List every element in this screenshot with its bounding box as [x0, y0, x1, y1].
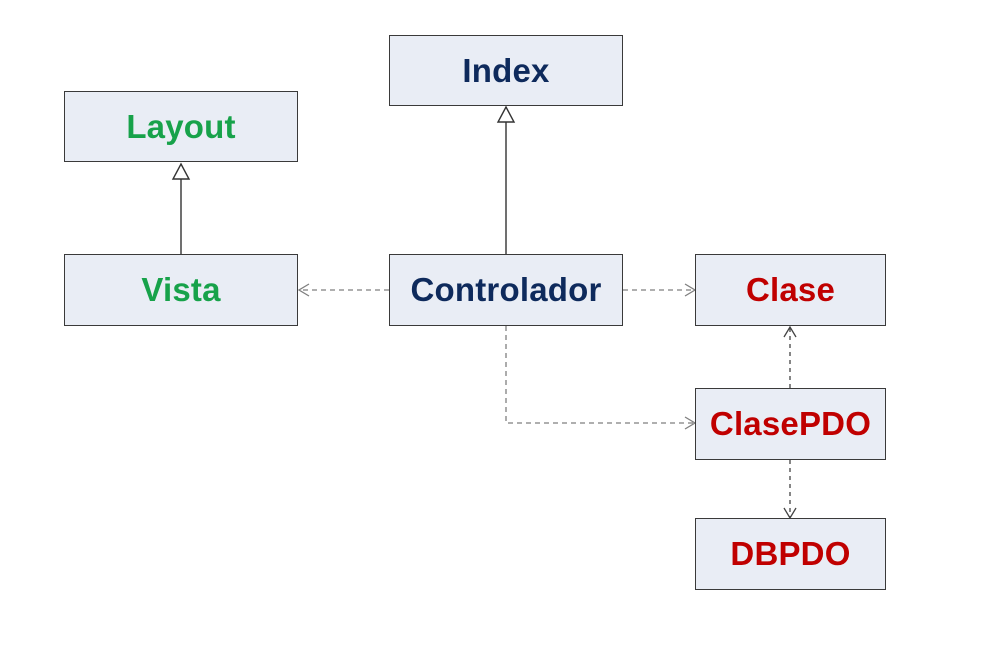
edge-controlador-index: [496, 105, 516, 254]
edge-controlador-clase: [623, 283, 697, 297]
edge-controlador-vista: [297, 283, 389, 297]
node-clase[interactable]: Clase: [695, 254, 886, 326]
edge-clasepdo-dbpdo: [783, 460, 797, 520]
node-vista[interactable]: Vista: [64, 254, 298, 326]
node-layout-label: Layout: [126, 107, 236, 145]
node-clasepdo-label: ClasePDO: [709, 405, 872, 442]
node-index[interactable]: Index: [389, 35, 623, 106]
edge-controlador-clasepdo: [505, 326, 697, 430]
node-controlador-label: Controlador: [410, 271, 602, 308]
node-clase-label: Clase: [745, 271, 836, 308]
node-clasepdo[interactable]: ClasePDO: [695, 388, 886, 460]
node-dbpdo[interactable]: DBPDO: [695, 518, 886, 590]
node-vista-label: Vista: [141, 271, 221, 308]
edge-clasepdo-clase: [783, 325, 797, 388]
node-controlador[interactable]: Controlador: [389, 254, 623, 326]
node-index-label: Index: [462, 51, 550, 89]
node-dbpdo-label: DBPDO: [730, 535, 851, 572]
edge-vista-layout: [171, 162, 191, 254]
node-layout[interactable]: Layout: [64, 91, 298, 162]
